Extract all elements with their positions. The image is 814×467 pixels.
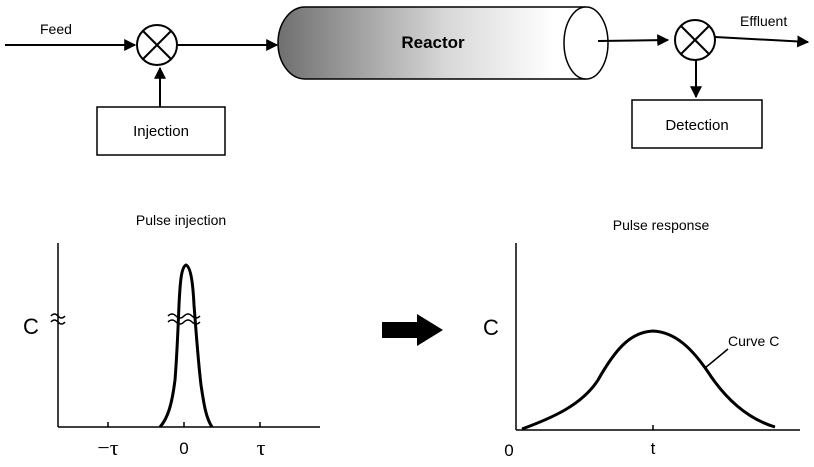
injection-mixer <box>136 24 178 66</box>
pulse-injection-plot: Pulse injection C −τ 0 τ <box>23 212 320 460</box>
flow-diagram: Feed Injection Reactor Effluent <box>5 6 810 156</box>
pulse-response-title: Pulse response <box>613 217 710 233</box>
pulse-response-plot: Pulse response C 0 t Curve C <box>483 217 800 460</box>
response-curve <box>521 329 776 431</box>
left-y-label: C <box>23 314 39 339</box>
left-ticks <box>107 422 261 427</box>
effluent-label: Effluent <box>740 13 787 29</box>
pulse-break-marks <box>167 313 201 325</box>
injection-box <box>96 106 226 156</box>
pulse-injection-title: Pulse injection <box>136 212 226 228</box>
pulse-injection-curve <box>158 263 214 428</box>
detection-label: Detection <box>665 117 728 134</box>
curve-label: Curve C <box>728 333 779 349</box>
feed-label: Feed <box>40 21 72 37</box>
tick-tau: τ <box>257 435 266 460</box>
reactor-outlet-line <box>597 34 670 47</box>
transition-arrow <box>382 314 443 346</box>
right-y-label: C <box>483 315 499 340</box>
left-axis-break <box>50 313 66 325</box>
injection-label: Injection <box>133 123 189 140</box>
detection-box <box>631 99 763 149</box>
right-x-origin: 0 <box>504 441 513 460</box>
detection-mixer <box>674 19 716 61</box>
reactor-label: Reactor <box>401 33 465 52</box>
right-x-tick-t: t <box>651 439 656 458</box>
effluent-line <box>714 35 810 48</box>
curve-leader <box>704 348 729 369</box>
tick-minus-tau: −τ <box>97 435 118 460</box>
reactor-cylinder <box>277 6 609 80</box>
tick-zero: 0 <box>179 439 188 458</box>
